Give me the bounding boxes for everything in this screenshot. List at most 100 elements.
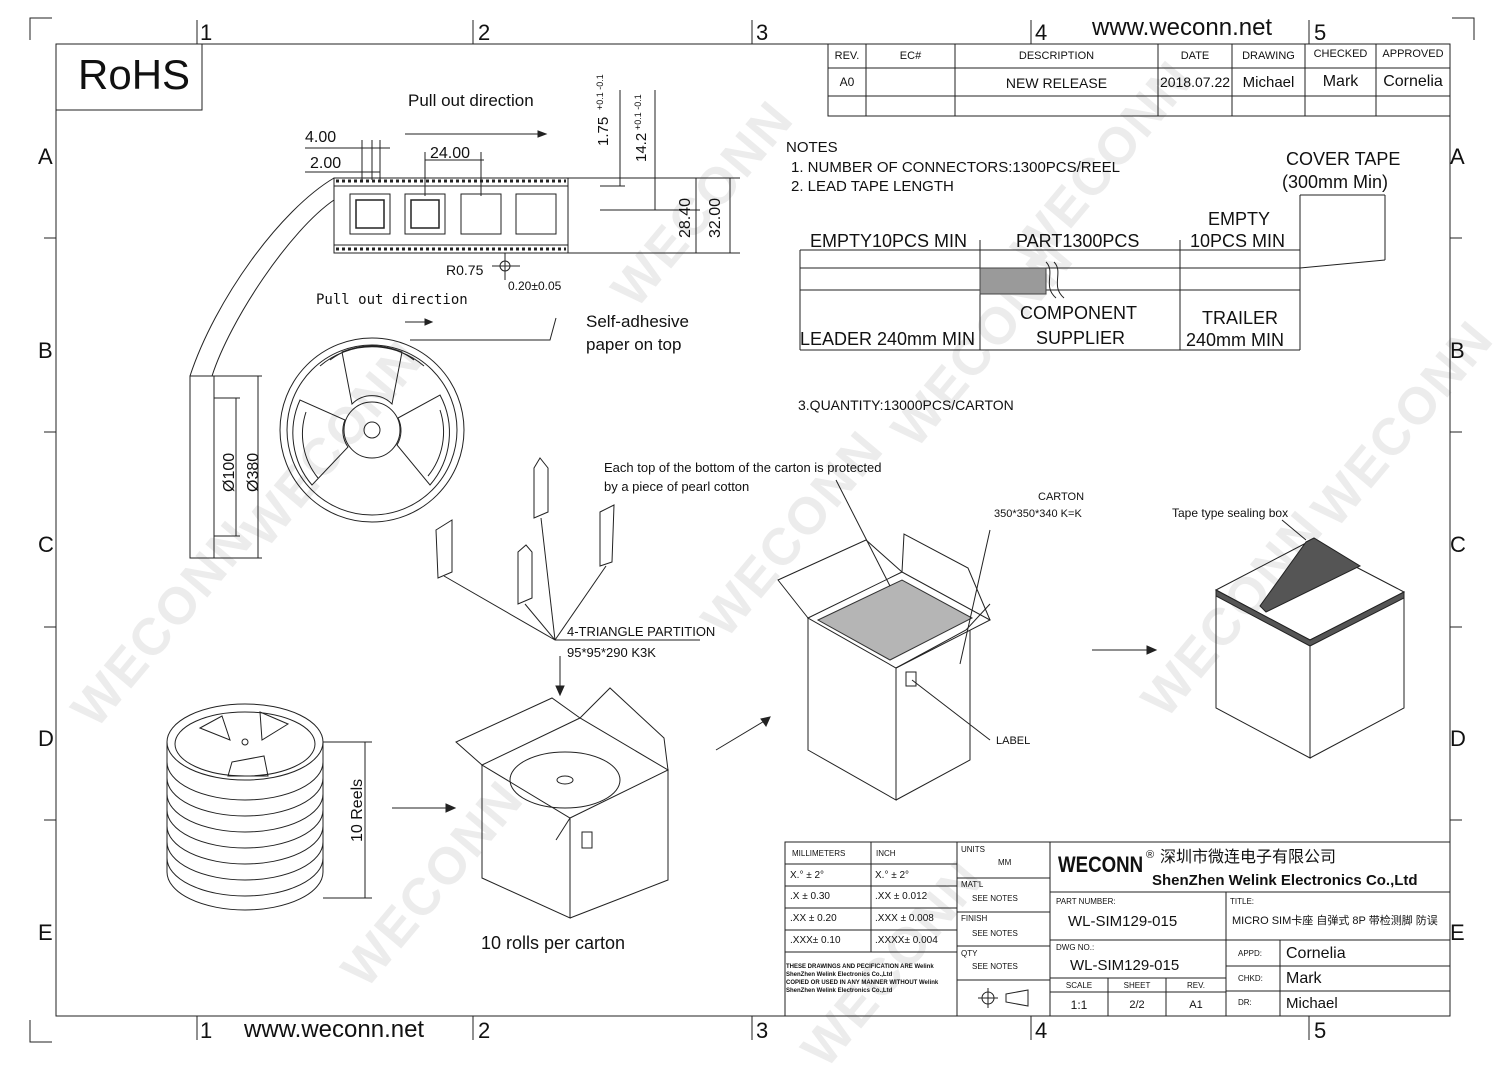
- leader-length: LEADER 240mm MIN: [800, 329, 976, 349]
- note-1: 1. NUMBER OF CONNECTORS:1300PCS/REEL: [791, 159, 1120, 176]
- rev-label: REV.: [1187, 981, 1205, 990]
- rev-value-tb: A1: [1189, 999, 1203, 1011]
- dim-14-2: 14.2: [633, 132, 650, 162]
- tol-mm-3: .XXX± 0.10: [790, 935, 841, 946]
- grid-col-5-bottom: 5: [1314, 1018, 1327, 1043]
- grid-col-2-bottom: 2: [478, 1018, 491, 1043]
- grid-row-d: D: [38, 726, 54, 751]
- reels-count: 10 Reels: [349, 778, 366, 842]
- protect-line1: Each top of the bottom of the carton is …: [604, 460, 882, 475]
- component-line2: SUPPLIER: [1036, 328, 1126, 348]
- self-adhesive-line1: Self-adhesive: [586, 312, 690, 331]
- units-label: UNITS: [961, 845, 985, 854]
- tol-mm-0: X.° ± 2°: [790, 870, 825, 881]
- chkd-label: CHKD:: [1238, 974, 1263, 983]
- drawing-header: DRAWING: [1242, 50, 1295, 62]
- rohs-label: RoHS: [78, 51, 191, 98]
- component-line1: COMPONENT: [1020, 303, 1137, 323]
- note-2: 2. LEAD TAPE LENGTH: [791, 178, 954, 195]
- checked-header: CHECKED: [1313, 48, 1368, 60]
- triangle-partitions: [435, 457, 700, 697]
- grid-col-1-bottom: 1: [200, 1018, 213, 1043]
- qty-label: QTY: [961, 949, 978, 958]
- matl-label: MAT'L: [961, 880, 984, 889]
- brand-logo: WECONN: [1058, 852, 1144, 877]
- approved-value: Cornelia: [1383, 73, 1443, 90]
- description-header: DESCRIPTION: [1018, 50, 1095, 62]
- scale-value: 1:1: [1070, 998, 1088, 1012]
- disclaimer-4: ShenZhen Welink Electronics Co.,Ltd: [786, 988, 893, 994]
- grid-col-3-bottom: 3: [756, 1018, 769, 1043]
- partition-line1: 4-TRIANGLE PARTITION: [567, 624, 716, 639]
- grid-row-d-right: D: [1450, 726, 1466, 751]
- tol-inch-2: .XXX ± 0.008: [875, 913, 934, 924]
- tol-inch-header: INCH: [876, 849, 896, 858]
- tol-inch-0: X.° ± 2°: [875, 870, 910, 881]
- title-block: [956, 841, 1451, 1017]
- matl-value: SEE NOTES: [972, 894, 1018, 903]
- cover-tape-line2: (300mm Min): [1282, 172, 1389, 192]
- sheet-label: SHEET: [1123, 981, 1151, 990]
- note-3: 3.QUANTITY:13000PCS/CARTON: [798, 397, 1014, 413]
- dr-label: DR:: [1238, 998, 1252, 1007]
- scale-label: SCALE: [1065, 981, 1093, 990]
- dim-32: 32.00: [707, 197, 724, 238]
- finish-label: FINISH: [961, 914, 988, 923]
- finish-value: SEE NOTES: [972, 929, 1018, 938]
- date-value: 2018.07.22: [1159, 74, 1231, 90]
- trailer-line1: TRAILER: [1202, 308, 1279, 328]
- grid-row-e: E: [38, 920, 53, 945]
- title-label: TITLE:: [1230, 897, 1255, 906]
- trailer-line2: 240mm MIN: [1186, 330, 1285, 350]
- grid-row-b: B: [38, 338, 53, 363]
- description-value: NEW RELEASE: [1005, 75, 1108, 91]
- website-top[interactable]: www.weconn.net: [1092, 14, 1273, 41]
- dim-4: 4.00: [305, 129, 337, 146]
- date-header: DATE: [1180, 50, 1210, 62]
- tol-mm-1: .X ± 0.30: [790, 891, 830, 902]
- grid-row-b-right: B: [1450, 338, 1465, 363]
- company-en: ShenZhen Welink Electronics Co.,Ltd: [1152, 872, 1418, 889]
- lead-tape-diagram: [799, 194, 1386, 351]
- chkd-value: Mark: [1286, 970, 1322, 987]
- carton-label: CARTON: [1038, 491, 1085, 503]
- registered-mark: ®: [1146, 849, 1155, 861]
- part-number-label: PART NUMBER:: [1056, 897, 1116, 906]
- qty-value: SEE NOTES: [972, 962, 1018, 971]
- tol-inch-3: .XXXX± 0.004: [875, 935, 938, 946]
- website-bottom[interactable]: www.weconn.net: [244, 1016, 425, 1043]
- reel-front: [279, 317, 557, 523]
- open-carton-large: [777, 479, 992, 801]
- dwg-label: DWG NO.:: [1056, 943, 1095, 952]
- thickness: 0.20±0.05: [508, 279, 562, 293]
- notes-title: NOTES: [786, 139, 838, 156]
- rev-header: REV.: [834, 50, 860, 62]
- disclaimer-2: ShenZhen Welink Electronics Co.,Ltd: [786, 972, 893, 978]
- grid-col-4: 4: [1035, 20, 1048, 45]
- appd-value: Cornelia: [1286, 945, 1346, 962]
- empty-lead: EMPTY10PCS MIN: [810, 231, 968, 251]
- sealed-carton: [1214, 519, 1406, 759]
- tape-curve: [189, 177, 335, 377]
- revision-table: [827, 43, 1451, 117]
- part-count: PART1300PCS: [1016, 231, 1140, 251]
- units-value: MM: [998, 858, 1012, 867]
- r0-75: R0.75: [446, 262, 484, 278]
- reel-stack: [166, 703, 457, 911]
- ec-header: EC#: [899, 50, 922, 62]
- grid-row-c: C: [38, 532, 54, 557]
- dim-1-75: 1.75: [595, 116, 612, 146]
- dwg-value: WL-SIM129-015: [1070, 957, 1180, 974]
- protect-line2: by a piece of pearl cotton: [604, 479, 750, 494]
- carton-size: 350*350*340 K=K: [994, 508, 1082, 520]
- grid-col-1: 1: [200, 20, 213, 45]
- grid-col-4-bottom: 4: [1035, 1018, 1048, 1043]
- reel-pull-out-label: Pull out direction: [316, 292, 468, 308]
- cover-tape-line1: COVER TAPE: [1286, 149, 1401, 169]
- part-number-value: WL-SIM129-015: [1068, 913, 1178, 930]
- tol-mm-2: .XX ± 0.20: [790, 913, 837, 924]
- tape-pull-out-label: Pull out direction: [408, 91, 534, 110]
- disclaimer-3: COPIED OR USED IN ANY MANNER WITHOUT Wel…: [786, 980, 939, 986]
- tol-inch-1: .XX ± 0.012: [875, 891, 928, 902]
- dim-2: 2.00: [310, 155, 342, 172]
